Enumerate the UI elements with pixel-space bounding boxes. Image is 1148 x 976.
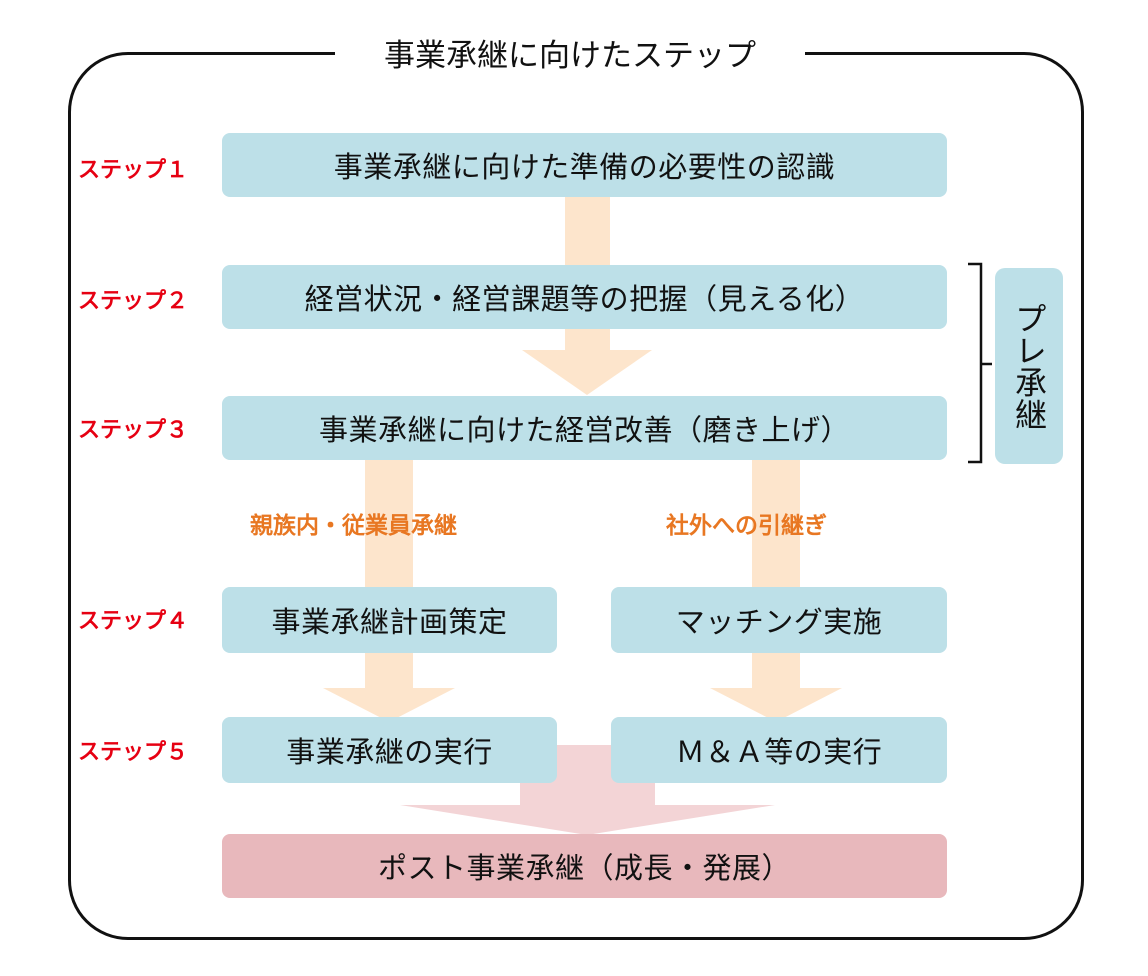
step-label-5: ステップ５ (78, 740, 189, 765)
box-step3: 事業承継に向けた経営改善（磨き上げ） (222, 396, 947, 460)
arrow-merge-to-post (400, 745, 775, 835)
step-label-4: ステップ４ (78, 609, 189, 634)
box-step1: 事業承継に向けた準備の必要性の認識 (222, 133, 947, 197)
box-step4-left: 事業承継計画策定 (222, 587, 557, 653)
pre-bracket (968, 262, 992, 464)
box-step2: 経営状況・経営課題等の把握（見える化） (222, 265, 947, 329)
diagram-title: 事業承継に向けたステップ (335, 30, 805, 82)
box-step5-left: 事業承継の実行 (222, 717, 557, 783)
route-label-right: 社外への引継ぎ (666, 513, 827, 539)
pre-succession-label: プレ承継 (995, 268, 1063, 464)
box-step5-right: Ｍ＆Ａ等の実行 (611, 717, 947, 783)
route-label-left: 親族内・従業員承継 (250, 513, 457, 539)
step-label-2: ステップ２ (78, 289, 189, 314)
box-step4-right: マッチング実施 (611, 587, 947, 653)
step-label-1: ステップ１ (78, 158, 189, 183)
step-label-3: ステップ３ (78, 418, 189, 443)
box-post-succession: ポスト事業承継（成長・発展） (222, 834, 947, 898)
